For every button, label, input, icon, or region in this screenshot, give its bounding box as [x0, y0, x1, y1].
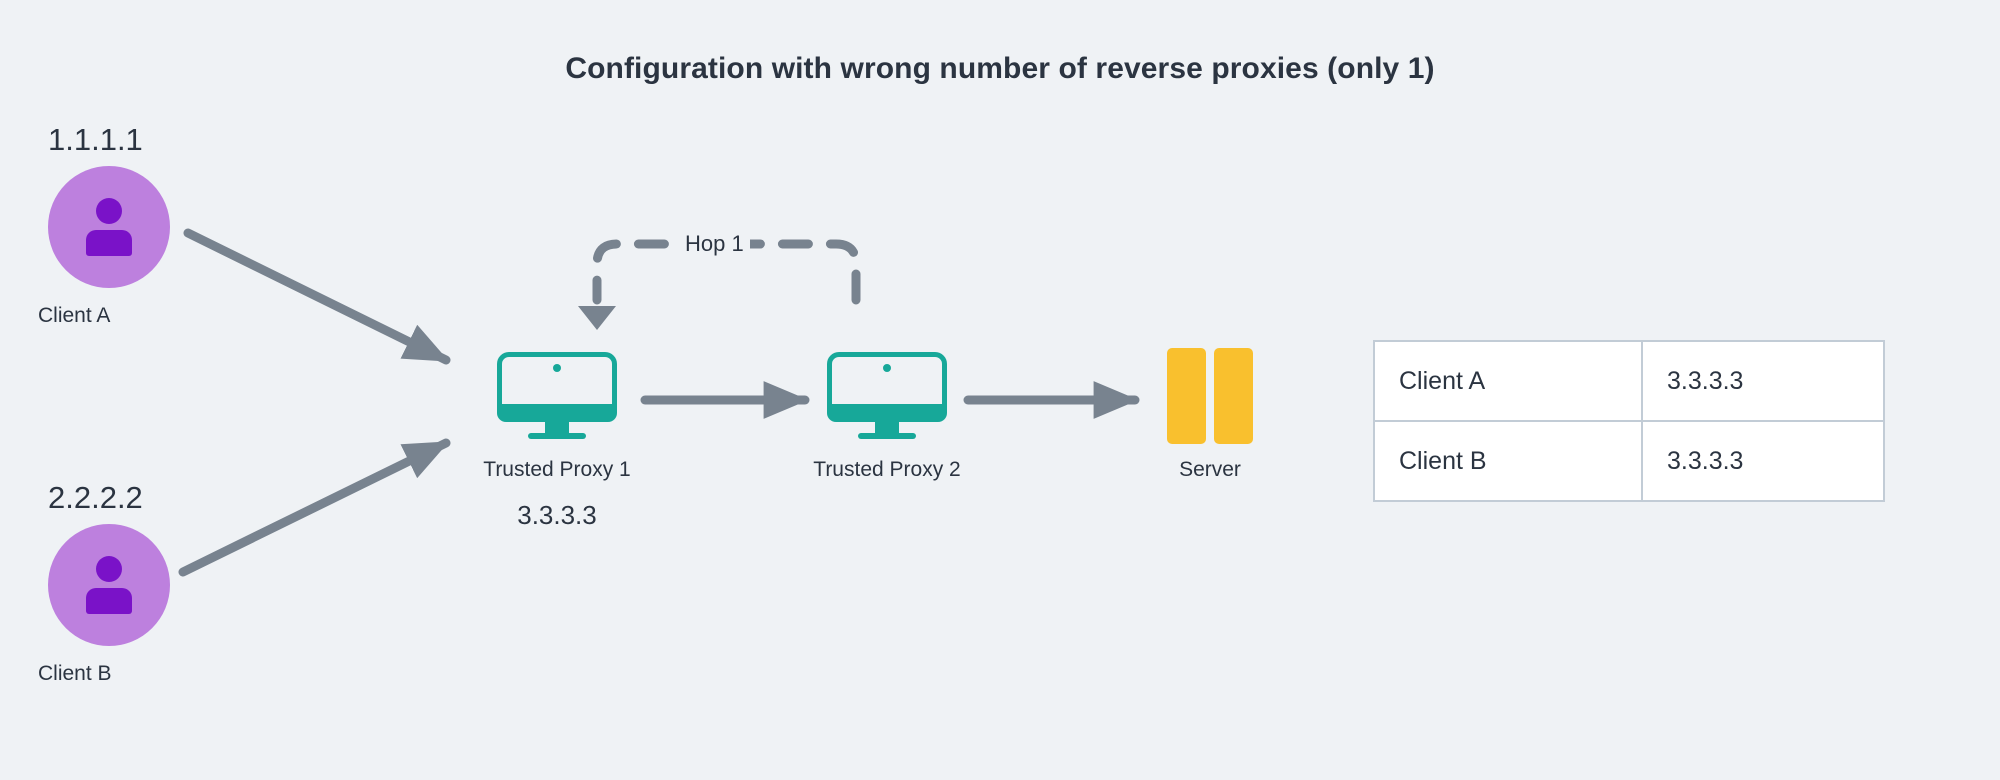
- monitor-icon-base-bar: [827, 404, 947, 422]
- node-trusted-proxy-2[interactable]: Trusted Proxy 2: [767, 352, 1007, 482]
- client-b-label: Client B: [38, 662, 112, 685]
- monitor-icon-foot: [858, 433, 916, 439]
- person-icon-body: [86, 230, 132, 256]
- table-row: Client A 3.3.3.3: [1373, 340, 1885, 422]
- trusted-proxy-1-label: Trusted Proxy 1: [483, 458, 631, 481]
- table-cell-client: Client A: [1373, 340, 1643, 422]
- monitor-icon-led: [883, 364, 891, 372]
- monitor-icon-neck: [875, 422, 899, 433]
- table-row: Client B 3.3.3.3: [1373, 420, 1885, 502]
- table-cell-client: Client B: [1373, 420, 1643, 502]
- monitor-icon: [497, 352, 617, 439]
- server-rack-right: [1214, 348, 1253, 444]
- monitor-icon: [827, 352, 947, 439]
- person-icon-body: [86, 588, 132, 614]
- node-client-b[interactable]: 2.2.2.2 Client B: [0, 480, 240, 686]
- trusted-proxy-1-ip: 3.3.3.3: [517, 500, 597, 530]
- trusted-proxy-2-label: Trusted Proxy 2: [813, 458, 961, 481]
- server-rack-left: [1167, 348, 1206, 444]
- node-client-a[interactable]: 1.1.1.1 Client A: [0, 122, 240, 328]
- monitor-icon-foot: [528, 433, 586, 439]
- person-icon-head: [96, 198, 122, 224]
- person-icon-head: [96, 556, 122, 582]
- page-title: Configuration with wrong number of rever…: [565, 52, 1435, 85]
- client-b-ip: 2.2.2.2: [48, 480, 143, 515]
- hop-1-label: Hop 1: [679, 231, 750, 257]
- monitor-icon-base-bar: [497, 404, 617, 422]
- client-b-avatar: [48, 524, 170, 646]
- table-cell-ip: 3.3.3.3: [1641, 420, 1885, 502]
- client-a-ip: 1.1.1.1: [48, 122, 143, 157]
- server-label: Server: [1179, 458, 1241, 481]
- client-a-label: Client A: [38, 304, 111, 327]
- table-cell-ip: 3.3.3.3: [1641, 340, 1885, 422]
- node-trusted-proxy-1[interactable]: Trusted Proxy 1 3.3.3.3: [437, 352, 677, 531]
- monitor-icon-neck: [545, 422, 569, 433]
- server-rack-icon: [1167, 348, 1253, 444]
- hop-1-arrowhead-icon: [578, 306, 616, 330]
- client-ip-table: Client A 3.3.3.3 Client B 3.3.3.3: [1373, 340, 1885, 502]
- node-server[interactable]: Server: [1110, 348, 1310, 482]
- monitor-icon-led: [553, 364, 561, 372]
- client-a-avatar: [48, 166, 170, 288]
